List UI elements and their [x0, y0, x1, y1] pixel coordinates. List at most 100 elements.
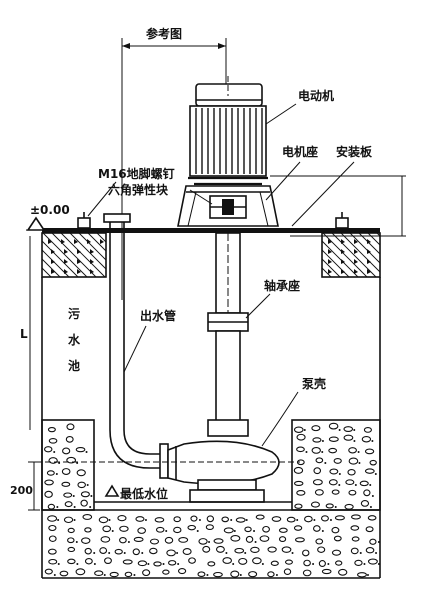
gravel-dot [72, 495, 75, 497]
motor-label: 电动机 [298, 88, 334, 103]
gravel-stone [137, 560, 148, 567]
gravel-stone [215, 545, 225, 553]
pump-casing-leader [261, 391, 299, 447]
gravel-stone [222, 557, 232, 564]
gravel-stone [67, 527, 75, 534]
hatch-line [41, 258, 61, 278]
hatch-line [321, 249, 350, 278]
gravel-stone [135, 516, 145, 522]
gravel-stone [207, 561, 216, 567]
gravel-dot [225, 552, 228, 554]
gravel-dot [73, 519, 76, 521]
gravel-dot [275, 574, 278, 576]
gravel-stone [303, 559, 311, 567]
aggregate-mark [354, 249, 358, 254]
aggregate-mark [367, 249, 371, 254]
gravel-stone [343, 434, 354, 441]
gravel-dot [338, 429, 341, 431]
gravel-stone [361, 435, 372, 443]
gravel-stone [84, 527, 92, 533]
outlet-pipe [103, 213, 169, 479]
gravel-dot [254, 541, 257, 543]
gravel-stone [294, 503, 303, 509]
gravel-stone [197, 571, 206, 578]
gravel-stone [75, 568, 86, 576]
gravel-dot [334, 506, 337, 508]
mounting-plate-label: 安装板 [336, 144, 373, 159]
floor-slab-left [41, 232, 107, 278]
hex-block-leader [189, 189, 213, 205]
gravel-dot [357, 451, 360, 453]
gravel-stone [223, 527, 234, 534]
floor-slab-right [321, 232, 381, 278]
gravel-stone [331, 526, 340, 534]
gravel-stone [61, 481, 71, 487]
gravel-dot [141, 552, 144, 554]
hatch-line [41, 267, 52, 278]
gravel-stone [312, 479, 323, 486]
outlet-pipe-label: 出水管 [140, 308, 176, 323]
gravel-stone [365, 526, 374, 533]
gravel-dot [374, 473, 377, 475]
gravel-stone [82, 514, 93, 520]
gravel-dot [57, 519, 60, 521]
gravel-dot [244, 552, 247, 554]
gravel-stone [133, 536, 144, 543]
pump-casing-label: 泵壳 [302, 376, 326, 391]
gravel-stone [47, 548, 57, 555]
elevation-label: ±0.00 [30, 203, 70, 217]
hatch-line [78, 232, 107, 261]
gravel-dot [353, 440, 356, 442]
hatch-line [349, 232, 381, 264]
gravel-stone [164, 536, 174, 544]
aggregate-mark [328, 269, 332, 274]
gravel-stone [99, 547, 108, 554]
hatch-line [42, 232, 88, 278]
gravel-stone [321, 515, 329, 522]
gravel-stone [44, 490, 53, 498]
hex-block-label: 六角弹性块 [108, 182, 169, 197]
gravel-dot [313, 519, 316, 521]
hatch-line [322, 232, 368, 278]
gravel-dot [329, 519, 332, 521]
gravel-dot [369, 506, 372, 508]
gravel-stone [65, 435, 74, 443]
elevation-mark [26, 216, 48, 231]
aggregate-mark [367, 269, 371, 274]
gravel-dot [239, 574, 242, 576]
gravel-dot [93, 563, 96, 565]
gravel-dot [89, 506, 92, 508]
gravel-stone [350, 547, 359, 555]
gravel-dot [53, 451, 56, 453]
gravel-stone [154, 517, 165, 523]
plate-dimension [270, 175, 406, 237]
gravel-stone [351, 514, 361, 520]
gravel-stone [155, 526, 165, 533]
sump-wall-right-gravel [291, 419, 381, 511]
gravel-stone [357, 572, 367, 578]
gravel-stone [48, 437, 58, 444]
gravel-stone [347, 469, 356, 476]
aggregate-mark [74, 239, 78, 244]
gravel-stone [230, 570, 240, 578]
hatch-line [376, 232, 381, 237]
gravel-stone [238, 557, 248, 565]
depth-label: L [20, 327, 28, 341]
gravel-stone [302, 549, 310, 557]
gravel-dot [108, 519, 111, 521]
aggregate-mark [341, 239, 345, 244]
aggregate-mark [328, 249, 332, 254]
gravel-stone [47, 426, 56, 433]
gravel-stone [187, 524, 196, 531]
gravel-stone [177, 568, 187, 575]
gravel-stone [84, 557, 93, 565]
gravel-dot [53, 574, 56, 576]
gravel-dot [123, 552, 126, 554]
motor-seat-leader [265, 161, 301, 201]
hatch-line [51, 232, 97, 278]
gravel-stone [271, 516, 282, 522]
gravel-dot [85, 451, 88, 453]
aggregate-mark [51, 259, 55, 264]
aggregate-mark [341, 269, 345, 274]
aggregate-mark [64, 269, 68, 274]
